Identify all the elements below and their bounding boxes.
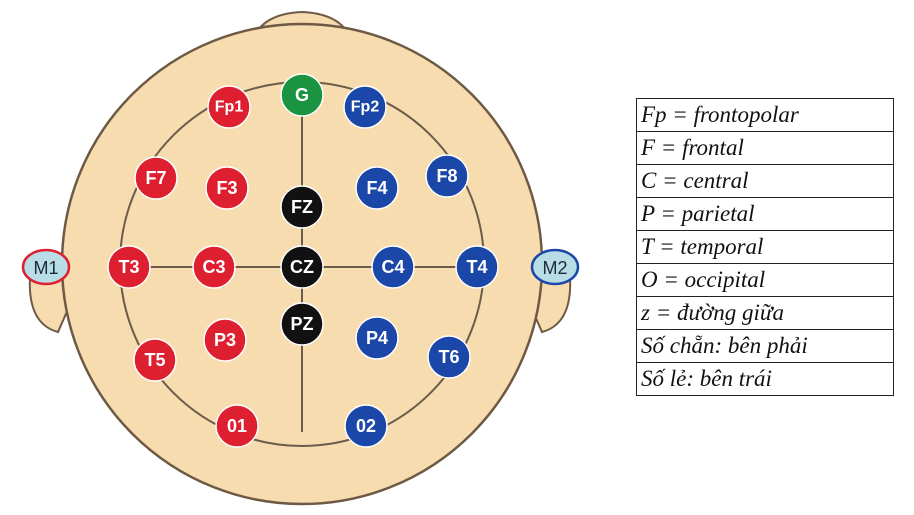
electrode-c3-label: C3: [202, 257, 225, 277]
electrode-fp2-marker: [343, 85, 387, 129]
electrode-c4: C4: [371, 245, 415, 289]
legend-t: T = temporal: [636, 230, 894, 264]
legend-odd: Số lẻ: bên trái: [636, 362, 894, 396]
electrode-f3-label: F3: [216, 178, 237, 198]
electrode-p3-marker: [203, 318, 247, 362]
mastoid-m1-label: M1: [33, 258, 58, 278]
legend-row: Fp = frontopolar: [636, 98, 894, 132]
mastoid-m1-marker: [21, 248, 71, 286]
electrode-o1-label: 01: [227, 416, 247, 436]
electrode-f8-marker: [425, 154, 469, 198]
electrode-p3: P3: [203, 318, 247, 362]
electrode-f7-marker: [134, 156, 178, 200]
electrode-f8-label: F8: [436, 166, 457, 186]
electrode-g: G: [280, 73, 324, 117]
legend-row: T = temporal: [636, 230, 894, 264]
electrode-f4-label: F4: [366, 178, 387, 198]
electrode-fp2: Fp2: [343, 85, 387, 129]
legend-table: Fp = frontopolar F = frontal C = central…: [636, 98, 894, 396]
mastoid-m2-marker: [530, 248, 580, 286]
legend-p: P = parietal: [636, 197, 894, 231]
electrode-cz-label: CZ: [290, 257, 314, 277]
electrode-t6-marker: [427, 335, 471, 379]
legend-row: C = central: [636, 164, 894, 198]
electrode-g-label: G: [295, 85, 309, 105]
legend-o: O = occipital: [636, 263, 894, 297]
electrode-t3-label: T3: [118, 257, 139, 277]
electrode-c4-label: C4: [381, 257, 404, 277]
electrode-t3: T3: [107, 245, 151, 289]
legend-fp: Fp = frontopolar: [636, 98, 894, 132]
electrode-f7: F7: [134, 156, 178, 200]
electrode-p3-label: P3: [214, 330, 236, 350]
electrode-f3-marker: [205, 166, 249, 210]
electrode-pz: PZ: [280, 302, 324, 346]
electrode-t4: T4: [455, 245, 499, 289]
electrode-fz: FZ: [280, 185, 324, 229]
electrode-c3-marker: [192, 245, 236, 289]
legend-row: F = frontal: [636, 131, 894, 165]
electrode-o1-marker: [215, 404, 259, 448]
mastoid-m2: M2: [530, 248, 580, 286]
electrode-p4: P4: [355, 316, 399, 360]
electrode-p4-marker: [355, 316, 399, 360]
electrode-f8: F8: [425, 154, 469, 198]
legend-row: O = occipital: [636, 263, 894, 297]
electrode-t5-marker: [133, 338, 177, 382]
eeg-head-diagram: M1 M2 Fp1 G Fp2 F7 F3 FZ F4 F8 T3 C3 CZ …: [21, 10, 580, 506]
electrode-t4-marker: [455, 245, 499, 289]
electrode-c4-marker: [371, 245, 415, 289]
electrode-t3-marker: [107, 245, 151, 289]
electrode-t4-label: T4: [466, 257, 487, 277]
electrode-f7-label: F7: [145, 168, 166, 188]
electrode-fp1: Fp1: [207, 85, 251, 129]
mastoid-m2-label: M2: [542, 258, 567, 278]
electrode-o2-label: 02: [356, 416, 376, 436]
electrode-cz-marker: [280, 245, 324, 289]
electrode-c3: C3: [192, 245, 236, 289]
electrode-t5: T5: [133, 338, 177, 382]
electrode-fp2-label: Fp2: [351, 99, 380, 116]
legend-c: C = central: [636, 164, 894, 198]
legend-f: F = frontal: [636, 131, 894, 165]
electrode-pz-marker: [280, 302, 324, 346]
electrode-g-marker: [280, 73, 324, 117]
legend-row: Số chẵn: bên phải: [636, 329, 894, 363]
legend-row: z = đường giữa: [636, 296, 894, 330]
electrode-t5-label: T5: [144, 350, 165, 370]
electrode-f3: F3: [205, 166, 249, 210]
mastoid-m1: M1: [21, 248, 71, 286]
electrode-f4: F4: [355, 166, 399, 210]
legend-even: Số chẵn: bên phải: [636, 329, 894, 363]
electrode-fz-marker: [280, 185, 324, 229]
electrode-fp1-marker: [207, 85, 251, 129]
electrode-cz: CZ: [280, 245, 324, 289]
electrode-pz-label: PZ: [290, 314, 313, 334]
electrode-o2: 02: [344, 404, 388, 448]
electrode-o1: 01: [215, 404, 259, 448]
electrode-fz-label: FZ: [291, 197, 313, 217]
electrode-fp1-label: Fp1: [215, 99, 244, 116]
legend-row: Số lẻ: bên trái: [636, 362, 894, 396]
legend-z: z = đường giữa: [636, 296, 894, 330]
electrode-t6-label: T6: [438, 347, 459, 367]
legend-row: P = parietal: [636, 197, 894, 231]
electrode-t6: T6: [427, 335, 471, 379]
electrode-o2-marker: [344, 404, 388, 448]
electrode-f4-marker: [355, 166, 399, 210]
electrode-p4-label: P4: [366, 328, 388, 348]
